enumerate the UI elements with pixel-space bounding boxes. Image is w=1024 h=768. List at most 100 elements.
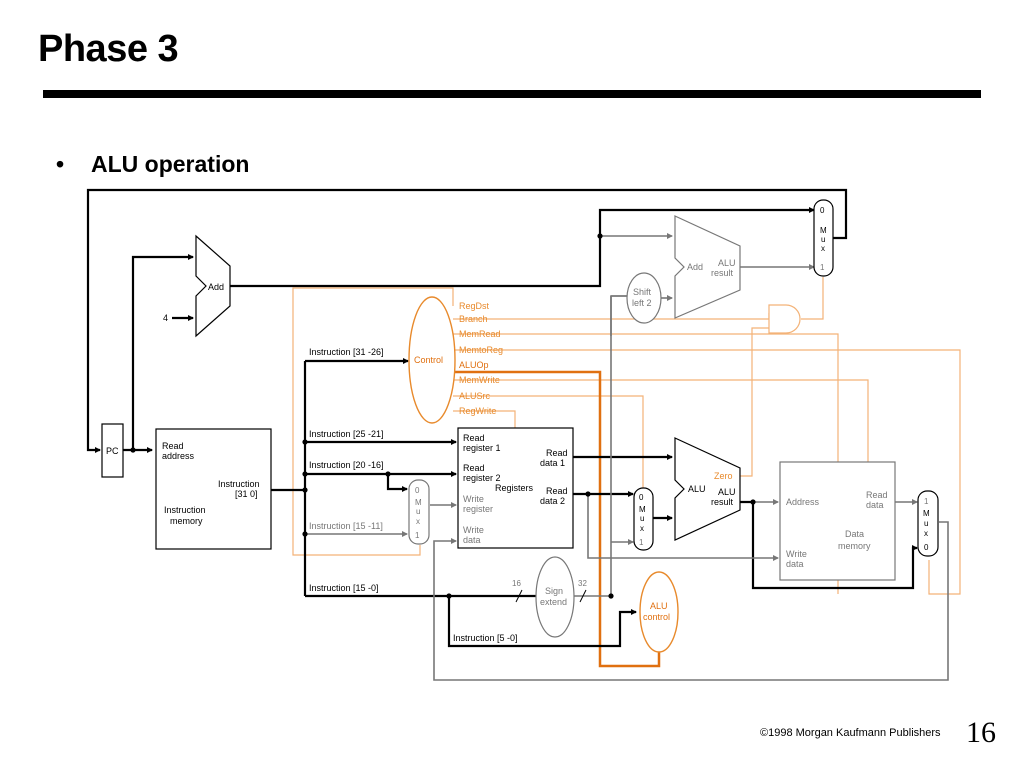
svg-text:M: M [639, 505, 646, 514]
svg-text:0: 0 [415, 486, 420, 495]
junction-dots [130, 233, 756, 599]
svg-text:x: x [416, 517, 420, 526]
svg-text:Data: Data [845, 529, 864, 539]
title-rule [43, 90, 981, 98]
svg-text:Read: Read [463, 433, 485, 443]
svg-text:data 2: data 2 [540, 496, 565, 506]
svg-text:PC: PC [106, 446, 119, 456]
svg-text:Instruction [5 -0]: Instruction [5 -0] [453, 633, 518, 643]
svg-text:Read: Read [866, 490, 888, 500]
svg-text:address: address [162, 451, 195, 461]
svg-text:x: x [640, 524, 644, 533]
svg-text:Shift: Shift [633, 287, 652, 297]
svg-text:MemtoReg: MemtoReg [459, 345, 503, 355]
page-number: 16 [966, 716, 996, 749]
svg-text:memory: memory [170, 516, 203, 526]
svg-text:ALU: ALU [688, 484, 706, 494]
svg-text:0: 0 [820, 206, 825, 215]
bullet-marker: • [56, 151, 65, 177]
svg-text:Read: Read [162, 441, 184, 451]
control-unit: Control [408, 296, 456, 424]
svg-text:x: x [924, 529, 928, 538]
data-memory: Address Read data Write data Data memory [779, 461, 896, 581]
svg-text:Write: Write [786, 549, 807, 559]
svg-text:Address: Address [786, 497, 820, 507]
mux-pc: 0 M u x 1 [813, 199, 834, 277]
svg-text:Read: Read [546, 448, 568, 458]
mux-regdst: 0 M u x 1 [408, 479, 430, 545]
svg-text:Write: Write [463, 494, 484, 504]
svg-text:1: 1 [415, 531, 420, 540]
branch-and-gate [768, 304, 801, 334]
svg-text:Instruction [20 -16]: Instruction [20 -16] [309, 460, 384, 470]
svg-text:left 2: left 2 [632, 298, 652, 308]
svg-text:M: M [923, 509, 930, 518]
svg-text:Read: Read [546, 486, 568, 496]
svg-text:Zero: Zero [714, 471, 733, 481]
mux-memtoreg: 1 M u x 0 [917, 490, 939, 557]
svg-text:MemRead: MemRead [459, 329, 501, 339]
svg-text:Instruction [25 -21]: Instruction [25 -21] [309, 429, 384, 439]
alu-control: ALU control [639, 571, 679, 653]
svg-text:register 2: register 2 [463, 473, 501, 483]
register-file: Read register 1 Read register 2 Write re… [457, 427, 574, 549]
main-alu: ALU Zero ALU result [674, 437, 741, 541]
svg-text:register: register [463, 504, 493, 514]
svg-text:1: 1 [820, 263, 825, 272]
svg-text:Branch: Branch [459, 314, 488, 324]
svg-text:ALUSrc: ALUSrc [459, 391, 491, 401]
branch-adder: Add ALU result [674, 215, 741, 319]
svg-text:extend: extend [540, 597, 567, 607]
aluop-wire [453, 370, 661, 668]
instruction-memory: Read address Instruction [31 0] Instruct… [155, 428, 272, 550]
control-signal-labels: RegDst Branch MemRead MemtoReg ALUOp Mem… [459, 301, 503, 416]
bit-slashes [515, 589, 587, 603]
svg-text:Control: Control [414, 355, 443, 365]
svg-text:RegWrite: RegWrite [459, 406, 496, 416]
svg-text:0: 0 [639, 493, 644, 502]
svg-text:1: 1 [639, 538, 644, 547]
svg-text:ALUOp: ALUOp [459, 360, 489, 370]
svg-text:1: 1 [924, 497, 929, 506]
svg-text:Instruction [15 -11]: Instruction [15 -11] [309, 521, 383, 531]
copyright-footer: ©1998 Morgan Kaufmann Publishers [760, 727, 941, 739]
svg-text:ALU: ALU [718, 487, 736, 497]
svg-text:[31 0]: [31 0] [235, 489, 258, 499]
svg-text:RegDst: RegDst [459, 301, 490, 311]
svg-text:32: 32 [578, 579, 587, 588]
svg-text:Write: Write [463, 525, 484, 535]
svg-text:Instruction: Instruction [164, 505, 206, 515]
svg-text:Read: Read [463, 463, 485, 473]
svg-text:x: x [821, 244, 825, 253]
svg-text:u: u [924, 519, 928, 528]
inactive-wires [305, 233, 949, 681]
svg-text:memory: memory [838, 541, 871, 551]
svg-text:4: 4 [163, 313, 168, 323]
svg-text:register 1: register 1 [463, 443, 501, 453]
svg-text:Registers: Registers [495, 483, 534, 493]
svg-text:MemWrite: MemWrite [459, 375, 500, 385]
svg-text:data: data [866, 500, 884, 510]
svg-text:u: u [416, 507, 420, 516]
svg-text:control: control [643, 612, 670, 622]
svg-text:ALU: ALU [650, 601, 668, 611]
svg-text:M: M [820, 226, 827, 235]
svg-text:data: data [463, 535, 481, 545]
pc-register: PC [101, 423, 124, 478]
shift-left-2: Shift left 2 [626, 272, 662, 324]
svg-text:Add: Add [687, 262, 703, 272]
active-wires [86, 188, 918, 648]
svg-text:u: u [821, 235, 825, 244]
pc-adder: Add 4 [163, 234, 231, 338]
svg-text:u: u [640, 514, 644, 523]
svg-text:Sign: Sign [545, 586, 563, 596]
svg-text:result: result [711, 268, 734, 278]
svg-text:Add: Add [208, 282, 224, 292]
sign-extend: Sign extend 16 32 [512, 556, 587, 638]
svg-text:ALU: ALU [718, 258, 736, 268]
svg-text:16: 16 [512, 579, 521, 588]
bullet-text: ALU operation [91, 151, 250, 177]
instruction-field-labels: Instruction [31 -26] Instruction [25 -21… [309, 347, 518, 643]
svg-text:data: data [786, 559, 804, 569]
